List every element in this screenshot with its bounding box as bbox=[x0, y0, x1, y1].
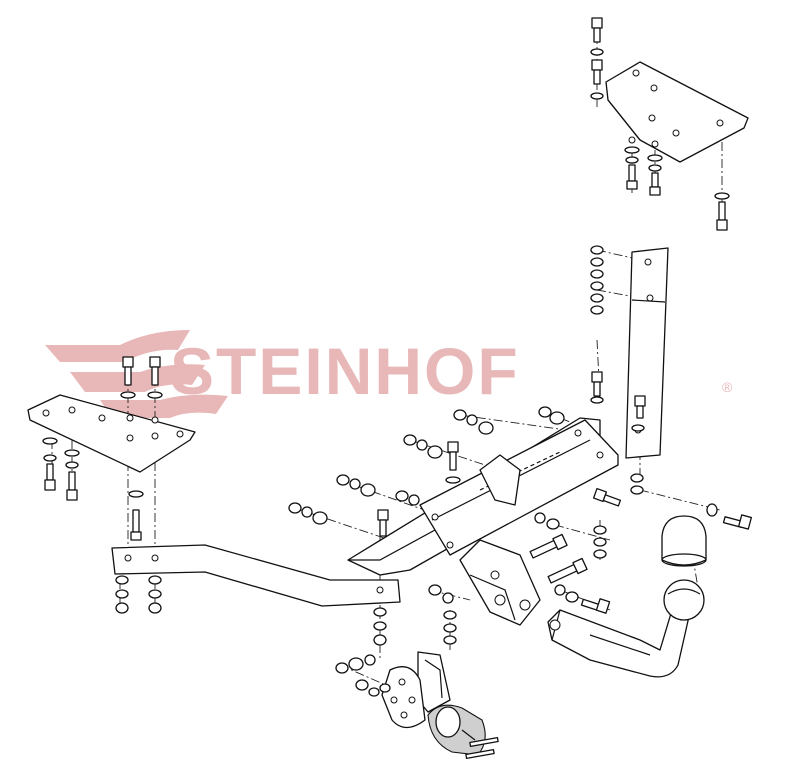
nut-washer-stack-icon bbox=[335, 654, 391, 697]
bolt-icon bbox=[714, 192, 730, 231]
bolt-icon bbox=[590, 17, 604, 56]
bolt-icon bbox=[580, 598, 611, 614]
nut-washer-stack-icon bbox=[336, 474, 376, 497]
socket-body-icon bbox=[427, 704, 486, 756]
nut-icon bbox=[148, 575, 162, 614]
nut-washer-stack-icon bbox=[428, 584, 457, 645]
watermark-brand-text: STEINHOF bbox=[170, 334, 520, 408]
nut-washer-stack-icon bbox=[403, 434, 443, 459]
bolt-icon bbox=[42, 437, 58, 491]
nut-icon bbox=[373, 607, 387, 646]
left-crossbar bbox=[111, 544, 401, 607]
bolt-icon bbox=[631, 395, 646, 432]
nut-washer-stack-icon bbox=[538, 406, 565, 425]
bolt-icon bbox=[128, 490, 144, 541]
left-plate-bolts bbox=[42, 356, 163, 541]
bolt-icon bbox=[706, 503, 753, 530]
nut-washer-stack-icon bbox=[288, 502, 328, 525]
top-right-bolts bbox=[590, 17, 730, 231]
tow-ball-arm bbox=[547, 609, 691, 678]
left-crossbar-nuts bbox=[115, 575, 387, 646]
bolt-icon bbox=[64, 449, 80, 501]
right-side-bracket bbox=[590, 245, 669, 459]
nut-washer-stack-icon bbox=[554, 584, 579, 603]
bolt-icon bbox=[529, 533, 568, 559]
watermark-registered-mark: ® bbox=[722, 379, 733, 395]
bolt-icon bbox=[547, 557, 588, 584]
electrical-socket-assembly bbox=[335, 651, 499, 760]
bolt-icon bbox=[624, 146, 640, 190]
nut-washer-stack-icon bbox=[593, 525, 607, 559]
tow-ball-cover-icon bbox=[661, 515, 707, 567]
bolt-icon bbox=[592, 487, 622, 507]
steinhof-watermark: STEINHOF ® bbox=[45, 330, 733, 418]
bolt-icon bbox=[647, 154, 663, 196]
bolt-icon bbox=[445, 441, 461, 484]
left-mounting-plate bbox=[27, 394, 196, 473]
nut-washer-stack-icon bbox=[534, 512, 560, 530]
crossbeam-fasteners bbox=[288, 406, 753, 645]
nut-washer-stack-icon bbox=[630, 473, 644, 495]
right-mounting-plate bbox=[605, 61, 749, 163]
screw-icon bbox=[465, 736, 499, 760]
bolt-icon bbox=[590, 371, 604, 404]
bolt-icon bbox=[120, 356, 136, 399]
nut-washer-stack-icon bbox=[453, 409, 494, 435]
hitch-mount-bracket bbox=[459, 454, 541, 626]
nut-icon bbox=[115, 575, 129, 614]
bolt-icon bbox=[377, 509, 389, 537]
watermark-swoosh-logo bbox=[45, 330, 228, 418]
bolt-icon bbox=[590, 59, 604, 100]
tow-ball-icon bbox=[663, 579, 705, 621]
nut-washer-stack-icon bbox=[395, 490, 420, 506]
socket-plate-icon bbox=[381, 666, 426, 729]
bolt-icon bbox=[147, 356, 163, 399]
nut-washer-stack-icon bbox=[590, 245, 604, 315]
